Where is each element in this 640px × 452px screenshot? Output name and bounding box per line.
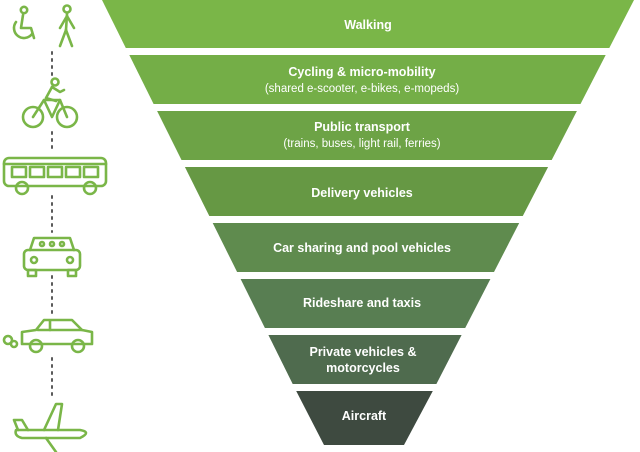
band-label-private-vehicles-line2: motorcycles: [326, 361, 400, 375]
band-8: [296, 391, 433, 445]
band-label-delivery: Delivery vehicles: [311, 186, 413, 200]
band-3: [157, 111, 577, 160]
band-label-rideshare: Rideshare and taxis: [303, 296, 421, 310]
wheelchair-icon: [12, 5, 36, 40]
band-label-car-sharing: Car sharing and pool vehicles: [273, 241, 451, 255]
band-6: [240, 279, 491, 328]
band-5: [212, 223, 520, 272]
band-label-private-vehicles: Private vehicles &: [309, 345, 416, 359]
band-1: [102, 0, 634, 48]
car-front-icon: [22, 236, 82, 278]
pedestrian-icon: [58, 4, 76, 48]
band-4: [184, 167, 549, 216]
car-side-exhaust-icon: [2, 318, 94, 354]
band-2: [129, 55, 606, 104]
band-label-walking: Walking: [344, 18, 391, 32]
band-label-aircraft: Aircraft: [342, 409, 387, 423]
band-sub-public-transport: (trains, buses, light rail, ferries): [283, 138, 440, 150]
band-7: [268, 335, 462, 384]
bus-icon: [2, 156, 108, 196]
band-sub-cycling: (shared e-scooter, e-bikes, e-mopeds): [265, 83, 459, 95]
cyclist-icon: [21, 77, 79, 129]
band-label-public-transport: Public transport: [314, 120, 411, 134]
band-label-cycling: Cycling & micro-mobility: [288, 65, 435, 79]
airplane-icon: [12, 402, 88, 452]
